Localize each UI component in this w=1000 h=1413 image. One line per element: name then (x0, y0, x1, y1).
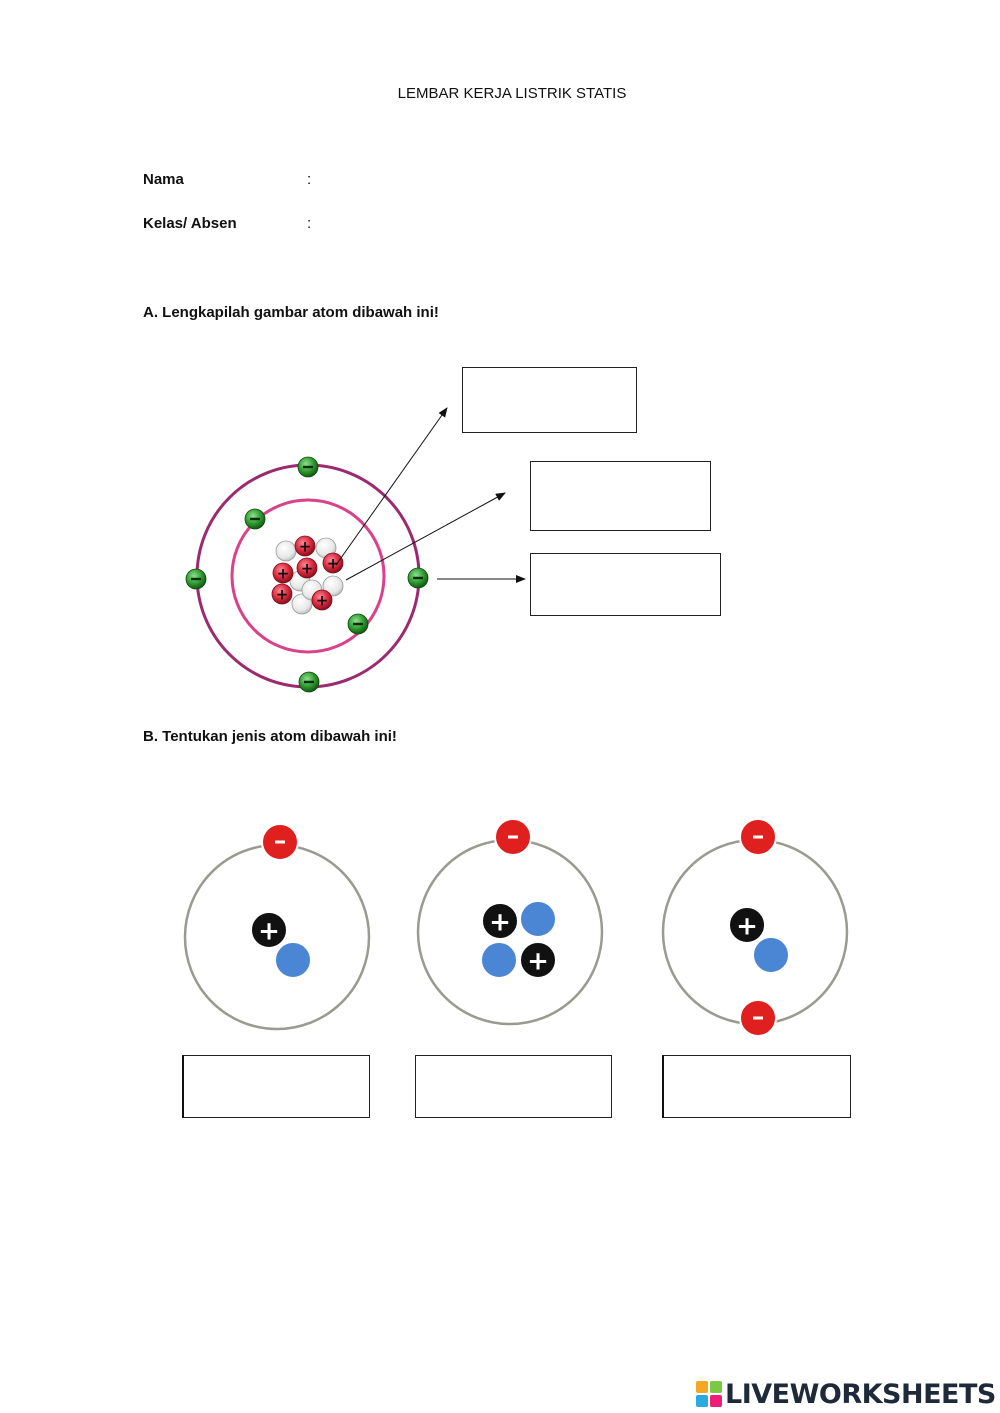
section-b-heading: B. Tentukan jenis atom dibawah ini! (143, 728, 397, 745)
atom-b-3: + (661, 818, 849, 1037)
arrow-to-box-2 (345, 492, 506, 581)
atom-b-1: + (183, 823, 371, 1031)
proton-sign: + (527, 946, 549, 976)
electron-b (739, 818, 777, 856)
proton-particle: + (294, 535, 316, 557)
liveworksheets-mark-icon (696, 1381, 722, 1407)
proton-sign: + (489, 907, 511, 937)
proton-sign: + (316, 591, 329, 609)
electron-sign (353, 622, 363, 626)
neutron-particle (275, 540, 297, 562)
proton-b: + (481, 902, 519, 940)
electron-a (347, 613, 369, 635)
name-colon: : (307, 171, 312, 188)
electron-sign (275, 840, 285, 844)
electron-a (185, 568, 207, 590)
class-colon: : (307, 215, 312, 232)
proton-b: + (728, 906, 766, 944)
electron-a (407, 567, 429, 589)
worksheet-title: LEMBAR KERJA LISTRIK STATIS (397, 85, 627, 102)
nucleus: ++++++ (271, 535, 344, 615)
answer-box-a-1[interactable] (462, 367, 637, 433)
proton-sign: + (301, 559, 314, 577)
atom-b-2: ++ (416, 818, 604, 1026)
proton-particle: + (272, 562, 294, 584)
proton-particle: + (271, 583, 293, 605)
electron-a (298, 671, 320, 693)
proton-sign: + (736, 911, 758, 941)
electron-sign (191, 577, 201, 581)
electron-a (244, 508, 266, 530)
electrons-a (185, 456, 429, 693)
proton-sign: + (277, 564, 290, 582)
electron-a (297, 456, 319, 478)
electron-sign (753, 1016, 763, 1020)
electron-sign (508, 835, 518, 839)
electron-b (494, 818, 532, 856)
neutron-b (752, 936, 790, 974)
neutron-b (274, 941, 312, 979)
neutron-b (519, 900, 557, 938)
proton-particle: + (311, 589, 333, 611)
electron-sign (413, 576, 423, 580)
electron-b (739, 999, 777, 1037)
atoms-b: ++++ (183, 818, 849, 1037)
neutron-b (480, 941, 518, 979)
arrow-to-box-1 (335, 407, 448, 566)
proton-particle: + (296, 557, 318, 579)
liveworksheets-brand: LIVEWORKSHEETS (725, 1378, 996, 1410)
answer-box-a-2[interactable] (530, 461, 711, 531)
proton-sign: + (299, 537, 312, 555)
electron-b (261, 823, 299, 861)
electron-sign (250, 517, 260, 521)
liveworksheets-logo: LIVEWORKSHEETS (696, 1378, 996, 1410)
proton-particle: + (322, 552, 344, 574)
electron-sign (303, 465, 313, 469)
answer-box-a-3[interactable] (530, 553, 721, 616)
answer-box-b-2[interactable] (415, 1055, 612, 1118)
proton-sign: + (276, 585, 289, 603)
proton-sign: + (327, 554, 340, 572)
answer-box-b-1[interactable] (182, 1055, 370, 1118)
name-label: Nama (143, 171, 184, 188)
neutron-particle (322, 575, 344, 597)
proton-sign: + (258, 916, 280, 946)
section-a-heading: A. Lengkapilah gambar atom dibawah ini! (143, 304, 439, 321)
proton-b: + (519, 941, 557, 979)
proton-b: + (250, 911, 288, 949)
class-label: Kelas/ Absen (143, 215, 237, 232)
electron-sign (753, 835, 763, 839)
inner-orbit (230, 498, 386, 654)
electron-sign (304, 680, 314, 684)
answer-box-b-3[interactable] (662, 1055, 851, 1118)
